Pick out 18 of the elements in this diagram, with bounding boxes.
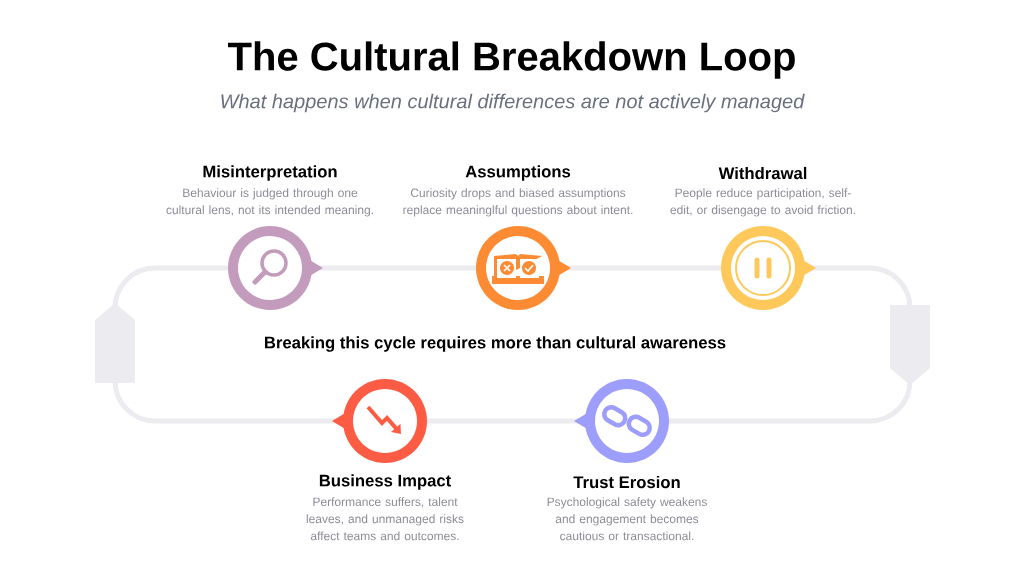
- node-label: Psychological safety weakens and engagement becomes cautious or transactional.: [547, 497, 707, 541]
- connector: [427, 412, 589, 430]
- node-label: Curiosity drops and biased assumptions replace meaninglful questions about intent.: [403, 188, 633, 217]
- node-label: Performance suffers, talent leaves, and unmanaged risks affect teams and outcomes.: [306, 497, 464, 541]
- node-label: Misinterpretation: [203, 165, 337, 181]
- node-label: Withdrawal: [718, 166, 807, 180]
- statement-text: Breaking this cycle requires more than cultural awareness: [265, 336, 726, 352]
- node-label: Business Impact: [319, 474, 452, 490]
- connector: [669, 259, 930, 424]
- title: The Cultural Breakdown Loop: [228, 41, 795, 79]
- connector: [556, 259, 721, 277]
- subtitle: What happens when cultural differences are not actively managed: [221, 93, 805, 113]
- node-label: Assumptions: [465, 165, 571, 181]
- node-label: People reduce participation, self-edit, or disengage to avoid friction.: [670, 188, 855, 217]
- connector: [308, 259, 476, 277]
- node-label: Behaviour is judged through one cultural lens, not its intended meaning.: [166, 188, 373, 217]
- node-label: Trust Erosion: [573, 475, 680, 489]
- connector: [95, 265, 347, 430]
